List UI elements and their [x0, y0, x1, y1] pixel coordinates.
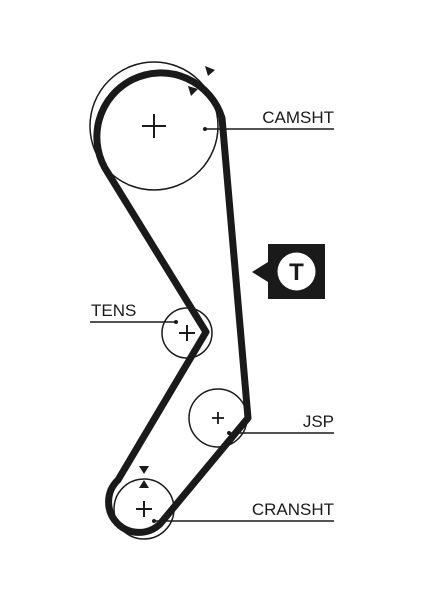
badge-letter: T	[289, 259, 304, 286]
crankshaft-timing-mark-icon	[139, 466, 149, 488]
crankshaft-leader	[152, 519, 334, 523]
tensioner-label: TENS	[91, 301, 136, 320]
crankshaft-label: CRANSHT	[252, 500, 334, 519]
jsp-pulley	[188, 388, 248, 448]
badge-pointer-icon	[252, 262, 268, 282]
crankshaft-pulley	[113, 478, 175, 540]
camshaft-center-icon	[142, 114, 166, 138]
tensioner-marker-badge: T	[252, 244, 325, 299]
tensioner-pulley	[161, 307, 213, 359]
jsp-center-icon	[212, 412, 224, 424]
badge-circle	[277, 252, 316, 291]
tensioner-leader	[90, 320, 178, 324]
jsp-label: JSP	[303, 412, 334, 431]
camshaft-leader	[203, 127, 334, 131]
jsp-leader	[227, 431, 334, 435]
crankshaft-center-icon	[136, 501, 152, 517]
camshaft-timing-mark-icon	[188, 66, 215, 96]
camshaft-label: CAMSHT	[262, 108, 334, 127]
camshaft-pulley	[89, 61, 219, 191]
tensioner-center-icon	[179, 325, 195, 341]
